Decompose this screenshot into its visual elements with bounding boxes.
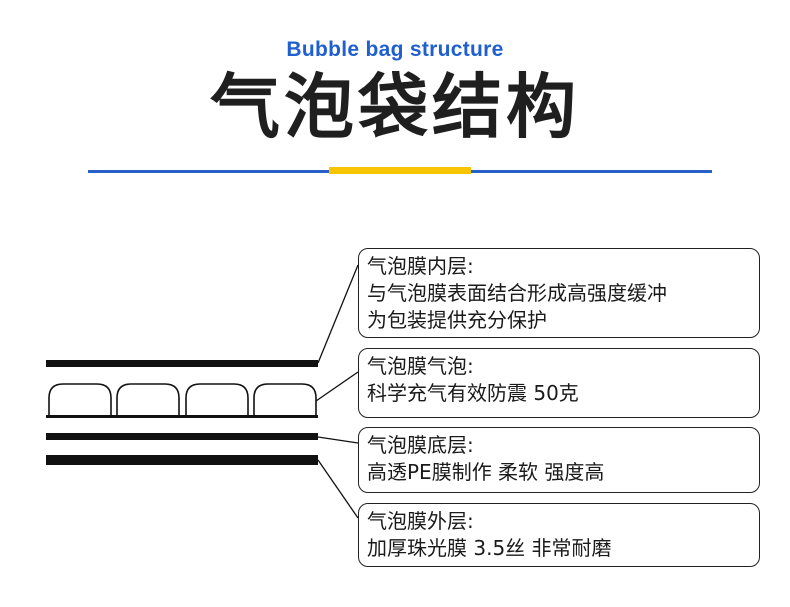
callout-outer-layer: 气泡膜外层: 加厚珠光膜 3.5丝 非常耐磨 [358, 503, 760, 567]
page-title: 气泡袋结构 [210, 66, 580, 148]
callout-heading: 气泡膜底层: [367, 433, 474, 457]
bubble [48, 383, 112, 417]
bubble [253, 383, 317, 417]
callout-bottom-layer: 气泡膜底层: 高透PE膜制作 柔软 强度高 [358, 427, 760, 493]
callout-bubble-layer: 气泡膜气泡: 科学充气有效防震 50克 [358, 348, 760, 418]
callout-heading: 气泡膜内层: [367, 254, 474, 278]
callout-inner-layer: 气泡膜内层: 与气泡膜表面结合形成高强度缓冲 为包装提供充分保护 [358, 248, 760, 338]
divider-accent [329, 167, 471, 174]
leader-line-inner [317, 264, 359, 364]
bubble [116, 383, 180, 417]
callout-text: 科学充气有效防震 50克 [367, 381, 579, 405]
bottom-layer-line [46, 433, 318, 440]
callout-text: 加厚珠光膜 3.5丝 非常耐磨 [367, 536, 612, 560]
callout-heading: 气泡膜气泡: [367, 354, 474, 378]
subtitle: Bubble bag structure [286, 38, 504, 61]
leader-line-bubble [315, 371, 359, 402]
callout-heading: 气泡膜外层: [367, 509, 474, 533]
callout-text: 高透PE膜制作 柔软 强度高 [367, 460, 605, 484]
bubble [185, 383, 249, 417]
outer-layer-line [46, 455, 318, 465]
inner-layer-line [46, 360, 318, 367]
leader-line-outer [317, 459, 359, 519]
callout-text: 为包装提供充分保护 [367, 308, 547, 332]
callout-text: 与气泡膜表面结合形成高强度缓冲 [367, 281, 667, 305]
bubble-row [48, 383, 317, 417]
leader-line-bottom [317, 436, 359, 444]
bubble-base-line [46, 415, 318, 418]
